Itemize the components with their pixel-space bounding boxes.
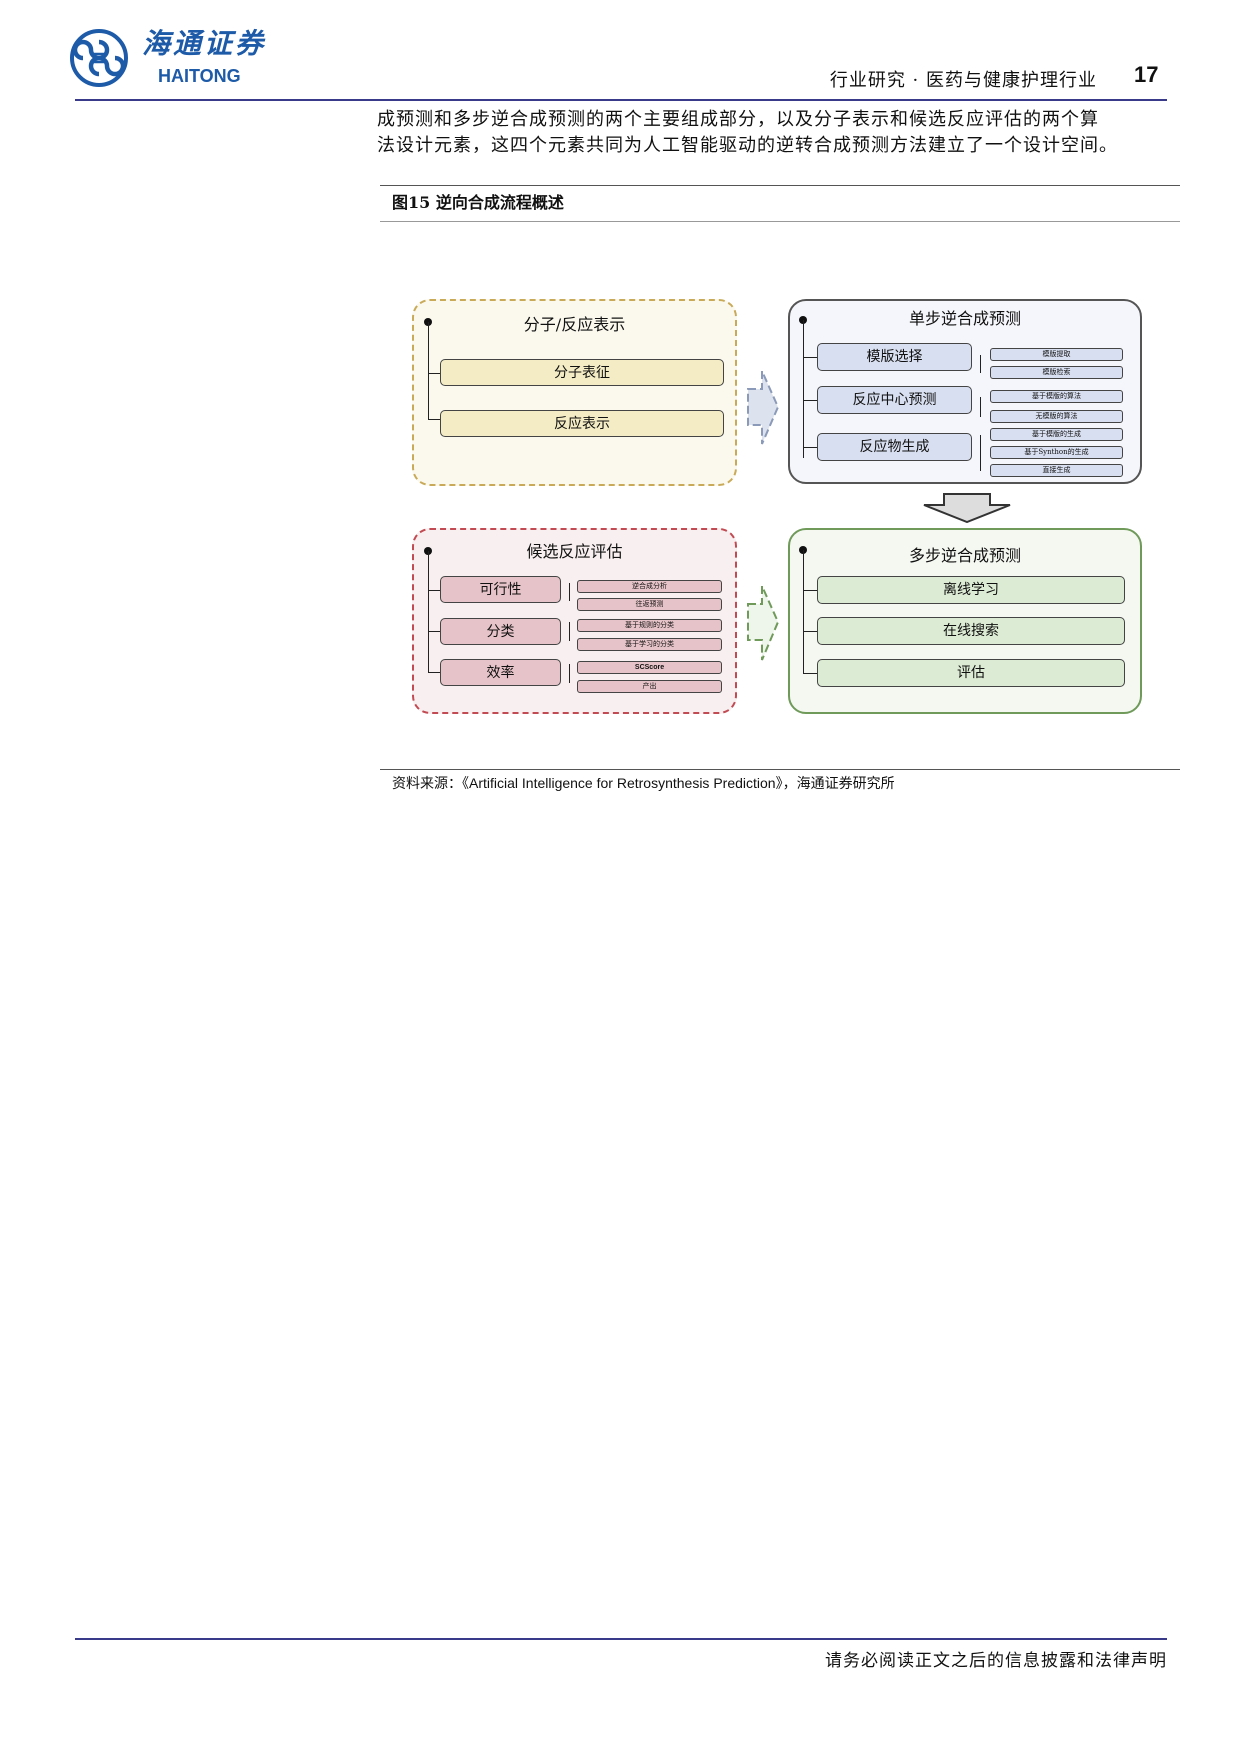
panel-title: 多步逆合成预测 [908, 546, 1021, 565]
right-arrow-icon [747, 370, 780, 445]
panel-representation: 分子/反应表示 分子表征 反应表示 [412, 299, 737, 486]
connector [428, 551, 429, 672]
item-box: 分类 [440, 618, 561, 645]
sub-box: 直接生成 [990, 464, 1123, 477]
panel-multi-step: 多步逆合成预测 离线学习 在线搜索 评估 [788, 528, 1142, 714]
sub-box: 基于模版的生成 [990, 428, 1123, 441]
connector [569, 622, 570, 641]
body-paragraph: 成预测和多步逆合成预测的两个主要组成部分，以及分子表示和候选反应评估的两个算 法… [377, 107, 1177, 159]
item-box: 反应表示 [440, 410, 724, 437]
item-box: 离线学习 [817, 576, 1125, 604]
item-box: 反应物生成 [817, 433, 972, 461]
body-line: 成预测和多步逆合成预测的两个主要组成部分，以及分子表示和候选反应评估的两个算 [377, 109, 1099, 130]
connector [803, 673, 817, 674]
connector [803, 550, 804, 673]
connector [428, 322, 429, 419]
panel-single-step: 单步逆合成预测 模版选择 反应中心预测 反应物生成 模版提取 模版检索 基于模版… [788, 299, 1142, 484]
panel-title: 分子/反应表示 [523, 315, 626, 334]
connector [428, 631, 440, 632]
connector [980, 435, 981, 471]
sub-box: 无模版的算法 [990, 410, 1123, 423]
logo-english-name: HAITONG [158, 66, 241, 86]
footer-disclaimer: 请务必阅读正文之后的信息披露和法律声明 [825, 1651, 1167, 1671]
connector [428, 373, 440, 374]
connector [980, 397, 981, 417]
caption-bottom-rule [380, 221, 1180, 222]
logo-chinese-name: 海通证券 [142, 27, 267, 60]
panel-evaluation: 候选反应评估 可行性 分类 效率 逆合成分析 往返预测 基于规则的分类 基于学习… [412, 528, 737, 714]
sub-box: 逆合成分析 [577, 580, 722, 593]
item-box: 分子表征 [440, 359, 724, 386]
figure-caption: 图15 逆向合成流程概述 [392, 193, 564, 212]
panel-title: 单步逆合成预测 [908, 309, 1021, 328]
item-box: 模版选择 [817, 343, 972, 371]
sub-box: 基于模版的算法 [990, 390, 1123, 403]
page-number: 17 [1134, 62, 1159, 87]
right-arrow-icon [747, 585, 780, 661]
item-box: 效率 [440, 659, 561, 686]
item-box: 反应中心预测 [817, 386, 972, 414]
sub-box: 基于学习的分类 [577, 638, 722, 651]
connector [980, 355, 981, 373]
sub-box: 基于规则的分类 [577, 619, 722, 632]
sub-box: SCScore [577, 661, 722, 674]
figure-source: 资料来源：《Artificial Intelligence for Retros… [392, 775, 895, 791]
item-box: 可行性 [440, 576, 561, 603]
connector [428, 419, 440, 420]
down-arrow-icon [923, 493, 1011, 523]
connector [803, 400, 817, 401]
item-box: 在线搜索 [817, 617, 1125, 645]
haitong-logo [69, 28, 129, 88]
connector [428, 672, 440, 673]
connector [803, 631, 817, 632]
footer-divider [75, 1638, 1167, 1640]
connector [803, 447, 817, 448]
panel-title: 候选反应评估 [526, 542, 623, 561]
sub-box: 模版检索 [990, 366, 1123, 379]
body-line: 法设计元素，这四个元素共同为人工智能驱动的逆转合成预测方法建立了一个设计空间。 [377, 135, 1118, 156]
item-box: 评估 [817, 659, 1125, 687]
connector [803, 590, 817, 591]
sub-box: 模版提取 [990, 348, 1123, 361]
sub-box: 往返预测 [577, 598, 722, 611]
connector [569, 583, 570, 601]
header-divider [75, 99, 1167, 101]
connector [569, 664, 570, 683]
connector [803, 320, 804, 458]
sub-box: 基于Synthon的生成 [990, 446, 1123, 459]
connector [428, 590, 440, 591]
source-rule [380, 769, 1180, 770]
logo-emblem-icon [70, 29, 128, 87]
caption-top-rule [380, 185, 1180, 186]
connector [803, 357, 817, 358]
header-section: 行业研究 · 医药与健康护理行业 [829, 70, 1097, 91]
sub-box: 产出 [577, 680, 722, 693]
